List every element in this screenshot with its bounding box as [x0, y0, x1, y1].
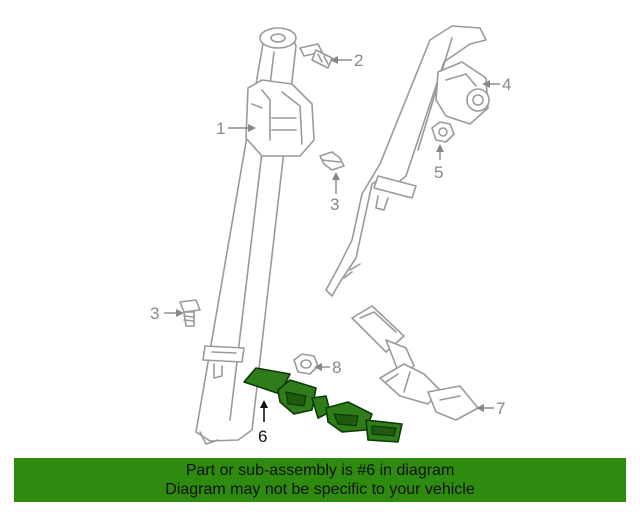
callout-5: 5: [434, 163, 443, 182]
part-3-bolt-upper[interactable]: [319, 151, 345, 171]
part-4-seat-belt-assembly-right[interactable]: [325, 25, 490, 297]
part-1-seat-belt-assembly[interactable]: [195, 27, 315, 445]
callout-leaders: [164, 56, 500, 422]
part-2-bolt[interactable]: [299, 43, 333, 69]
part-6-seat-belt-buckle-highlighted[interactable]: [243, 367, 403, 443]
callout-7: 7: [496, 399, 505, 418]
banner-line-1: Part or sub-assembly is #6 in diagram: [185, 462, 455, 479]
part-5-nut[interactable]: [431, 121, 455, 143]
banner-line-2: Diagram may not be specific to your vehi…: [165, 481, 475, 498]
part-8-nut[interactable]: [293, 353, 319, 375]
part-7-buckle-assembly[interactable]: [351, 305, 479, 421]
callout-1: 1: [216, 119, 225, 138]
part-notice-banner: Part or sub-assembly is #6 in diagram Di…: [14, 458, 626, 502]
callout-2: 2: [354, 51, 363, 70]
callout-4: 4: [502, 75, 511, 94]
callout-8: 8: [332, 358, 341, 377]
callout-3-lower: 3: [150, 304, 159, 323]
callout-3-upper: 3: [330, 195, 339, 214]
callout-6: 6: [258, 427, 267, 446]
seat-belt-exploded-diagram: 1 2 3 3 4 5 6 7 8: [150, 25, 511, 446]
part-3-bolt-lower[interactable]: [179, 299, 201, 327]
